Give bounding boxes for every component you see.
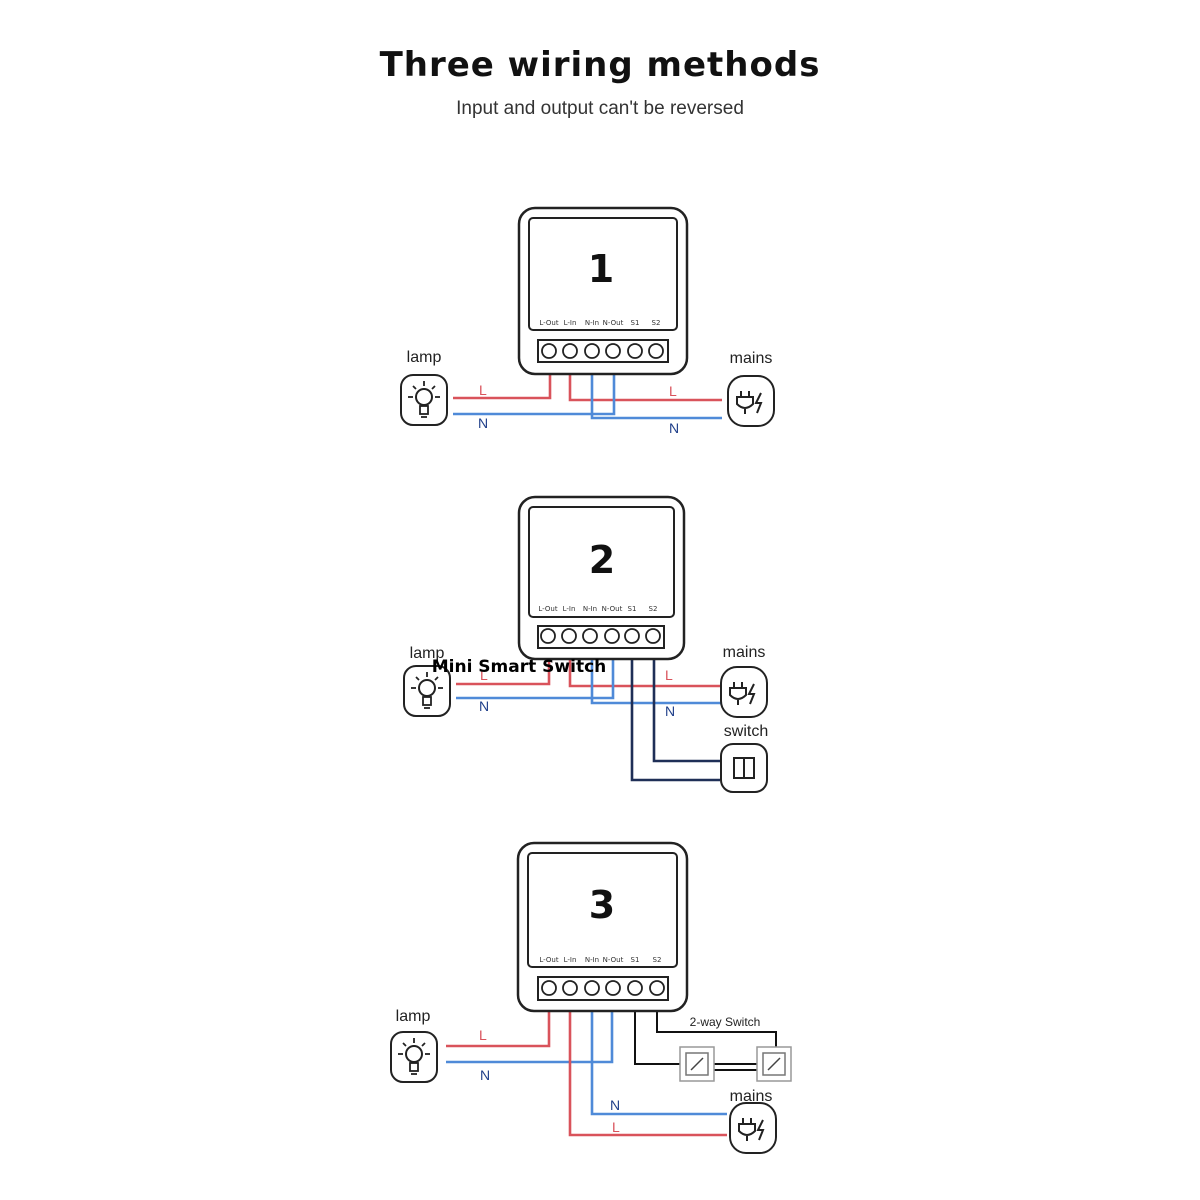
term-label: N-Out: [603, 319, 624, 327]
term-label: N-In: [585, 319, 599, 327]
plug-icon: [720, 666, 768, 718]
term-label: N-Out: [602, 605, 623, 613]
two-way-switch-icon: [679, 1046, 715, 1082]
wire-nin-mains: [590, 988, 727, 1116]
term-label: L-In: [563, 605, 576, 613]
lamp-label: lamp: [410, 645, 445, 662]
term-label: S2: [649, 605, 658, 613]
plug-icon: [729, 1102, 777, 1154]
mains-label: mains: [730, 1088, 773, 1105]
term-label: N-In: [583, 605, 597, 613]
wire-label-n: N: [665, 703, 675, 719]
wire-label-n: N: [610, 1097, 620, 1113]
term-label: S2: [653, 956, 662, 964]
lamp-label: lamp: [407, 349, 442, 366]
term-label: S1: [631, 319, 640, 327]
term-label: S2: [652, 319, 661, 327]
lightbulb-icon: [400, 374, 448, 426]
wire-label-l: L: [480, 667, 488, 683]
term-label: S1: [628, 605, 637, 613]
wire-label-l: L: [479, 1027, 487, 1043]
plug-icon: [727, 375, 775, 427]
diagram-number-3: 3: [589, 883, 615, 927]
diagram-2: 2 L-Out L-In N-In N-Out S1 S2 lamp mains…: [403, 495, 768, 793]
term-label: L-Out: [538, 605, 557, 613]
wire-s1-2way: [634, 1003, 771, 1065]
smart-switch-module-1: 1 L-Out L-In N-In N-Out S1 S2: [517, 206, 689, 376]
term-label: N-In: [585, 956, 599, 964]
diagram-1: 1 L-Out L-In N-In N-Out S1 S2 lamp mains…: [400, 206, 775, 436]
page-title: Three wiring methods: [380, 45, 821, 85]
term-label: L-Out: [539, 956, 558, 964]
wire-label-n: N: [479, 698, 489, 714]
wire-s1-switch: [630, 652, 720, 782]
two-way-switch-icon: [756, 1046, 792, 1082]
mains-label: mains: [723, 644, 766, 661]
wall-switch-icon: [720, 743, 768, 793]
wire-label-l: L: [479, 382, 487, 398]
smart-switch-module-3: 3 L-Out L-In N-In N-Out S1 S2: [516, 841, 689, 1013]
wire-label-n: N: [478, 415, 488, 431]
term-label: N-Out: [603, 956, 624, 964]
two-way-switch-label: 2-way Switch: [690, 1015, 761, 1029]
wire-lin-mains: [568, 988, 727, 1137]
diagram-number-1: 1: [588, 247, 614, 291]
wire-label-n: N: [669, 420, 679, 436]
diagram-3: 3 L-Out L-In N-In N-Out S1 S2 lamp mains…: [390, 841, 792, 1154]
wire-nout-lamp: [446, 988, 614, 1064]
lightbulb-icon: [390, 1031, 438, 1083]
diagram-number-2: 2: [589, 538, 615, 582]
page-subtitle: Input and output can't be reversed: [456, 98, 744, 119]
wire-label-n: N: [480, 1067, 490, 1083]
term-label: L-In: [564, 956, 577, 964]
term-label: S1: [631, 956, 640, 964]
wire-label-l: L: [665, 667, 673, 683]
wire-label-l: L: [612, 1119, 620, 1135]
mains-label: mains: [730, 350, 773, 367]
product-name-overlay: Mini Smart Switch: [432, 657, 607, 677]
lamp-label: lamp: [396, 1008, 431, 1025]
diagram-3-wires: [446, 988, 777, 1137]
wire-s2-2way: [656, 1003, 777, 1060]
term-label: L-Out: [539, 319, 558, 327]
term-label: L-In: [564, 319, 577, 327]
wire-label-l: L: [669, 383, 677, 399]
switch-label: switch: [724, 723, 768, 740]
smart-switch-module-2: 2 L-Out L-In N-In N-Out S1 S2: [517, 495, 686, 661]
wire-s2-switch: [652, 652, 720, 763]
